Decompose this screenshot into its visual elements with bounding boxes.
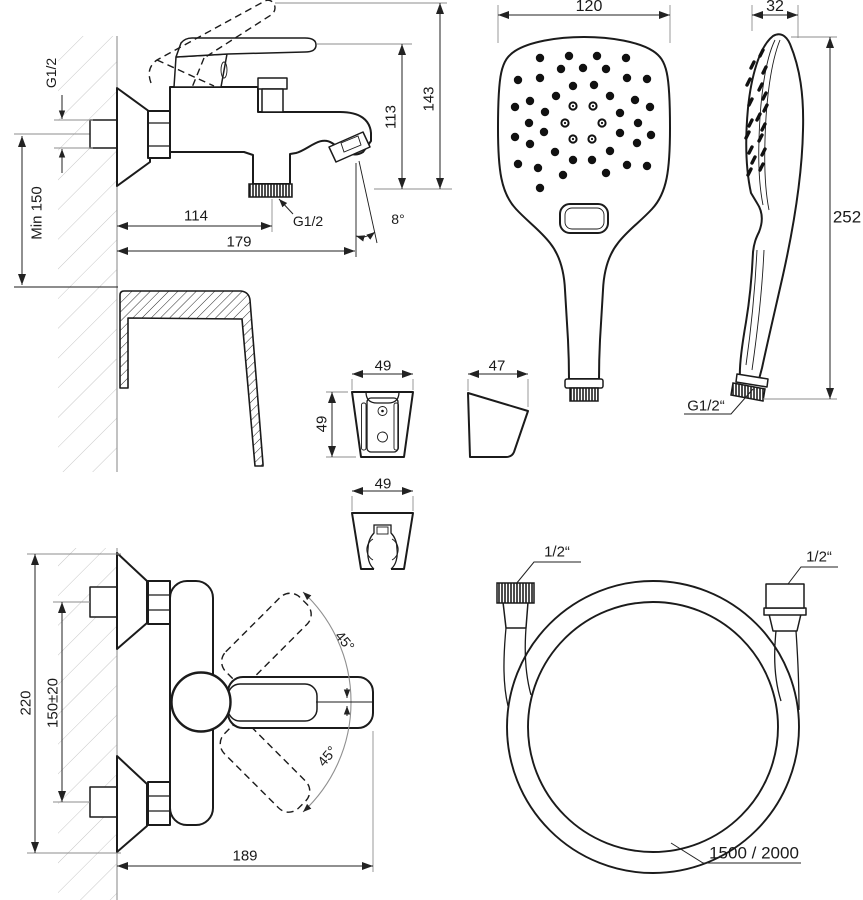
dim-holder-width: 49: [374, 357, 392, 375]
mixer-front-view: [27, 548, 374, 900]
dim-angle-8: 8°: [391, 211, 405, 227]
dim-220: 220: [17, 690, 35, 716]
dim-min-150: Min 150: [28, 186, 46, 240]
side-nozzles: [744, 48, 769, 177]
ringed-nozzles: [560, 101, 607, 144]
hose-nut-left: [496, 582, 535, 604]
dim-holder-height: 49: [313, 415, 331, 433]
dim-holder-depth: 47: [488, 357, 506, 375]
dim-189: 189: [232, 847, 258, 865]
dim-g12-shower: G1/2“: [687, 397, 725, 415]
dim-hose-left: 1/2“: [544, 543, 570, 561]
holder-section-view: [119, 290, 264, 467]
dim-g12-wall: G1/2: [43, 57, 59, 89]
holder-side-view: [467, 370, 529, 458]
dim-179: 179: [226, 233, 252, 251]
dim-hose-length: 1500 / 2000: [709, 843, 799, 863]
dim-holder-bottom: 49: [374, 475, 392, 493]
dim-113: 113: [382, 105, 400, 129]
dim-252: 252: [832, 207, 862, 227]
hose-nut-right: [765, 583, 805, 609]
dim-114: 114: [184, 207, 208, 225]
dim-hose-right: 1/2“: [806, 548, 832, 566]
dim-150-20: 150±20: [44, 678, 62, 728]
hose-ring-right: [763, 607, 807, 616]
mixer-side-view: [14, 0, 452, 472]
nozzle-dots: [510, 51, 656, 193]
holder-bottom-view: [351, 487, 414, 570]
handshower-side-view: [684, 5, 837, 415]
handshower-front-view: [497, 5, 671, 402]
holder-front-view: [326, 370, 414, 458]
shower-mode-button: [559, 203, 609, 234]
dim-32: 32: [766, 0, 784, 15]
hose-view: [496, 561, 838, 874]
dim-g12-outlet: G1/2: [292, 213, 324, 229]
dim-143: 143: [420, 86, 438, 112]
dim-120: 120: [575, 0, 603, 15]
